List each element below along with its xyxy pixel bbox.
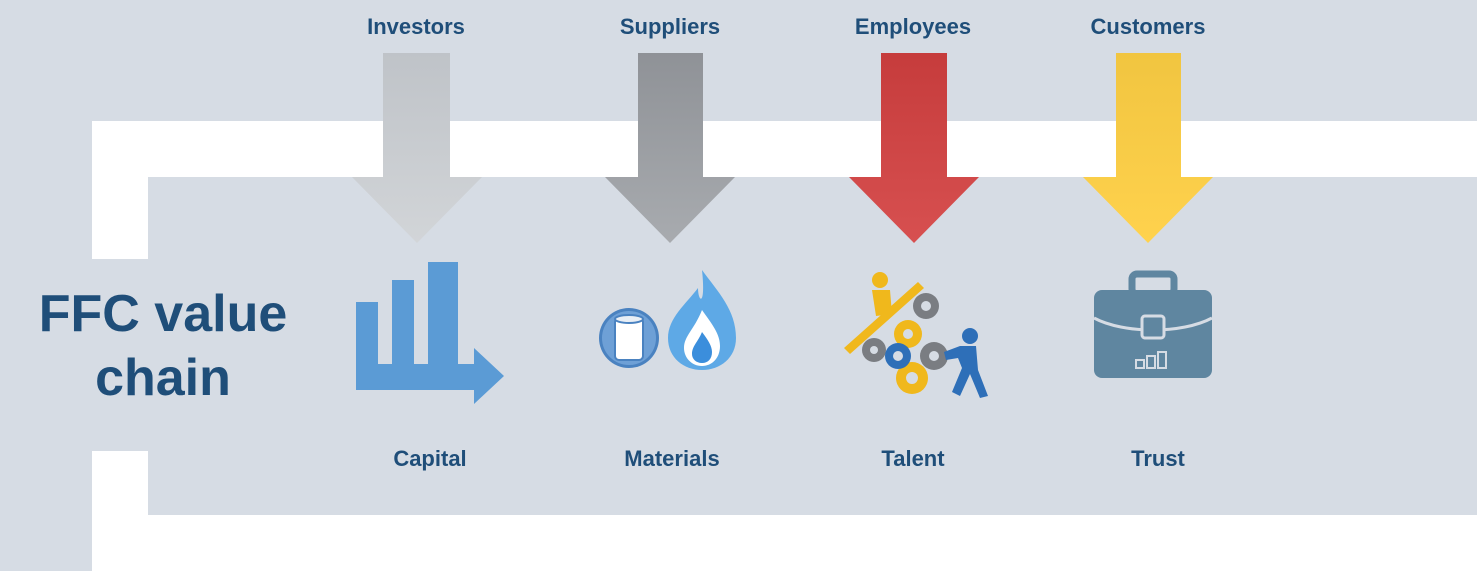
people-gears-icon	[844, 272, 988, 398]
frame-top-bar	[92, 121, 1477, 177]
arrow-investors	[352, 53, 482, 243]
arrow-suppliers	[605, 53, 735, 243]
bar-chart-arrow-icon	[356, 262, 504, 404]
barrel-flame-icon	[599, 270, 736, 370]
title-line-2: chain	[95, 349, 231, 407]
arrow-employees	[849, 53, 979, 243]
stakeholder-label-investors: Investors	[367, 14, 465, 39]
briefcase-icon	[1093, 270, 1213, 378]
frame-bottom-bar	[92, 515, 1477, 571]
frame-left-upper	[92, 121, 148, 259]
stakeholder-label-suppliers: Suppliers	[619, 14, 721, 39]
output-label-trust: Trust	[1131, 446, 1185, 471]
title-line-1: FFC value	[38, 285, 288, 343]
diagram-title: FFC value chain	[18, 282, 308, 410]
output-label-talent: Talent	[881, 446, 945, 471]
stakeholder-label-customers: Customers	[1090, 14, 1206, 39]
stakeholder-label-employees: Employees	[854, 14, 972, 39]
output-label-materials: Materials	[624, 446, 720, 471]
arrow-customers	[1083, 53, 1213, 243]
output-label-capital: Capital	[393, 446, 467, 471]
